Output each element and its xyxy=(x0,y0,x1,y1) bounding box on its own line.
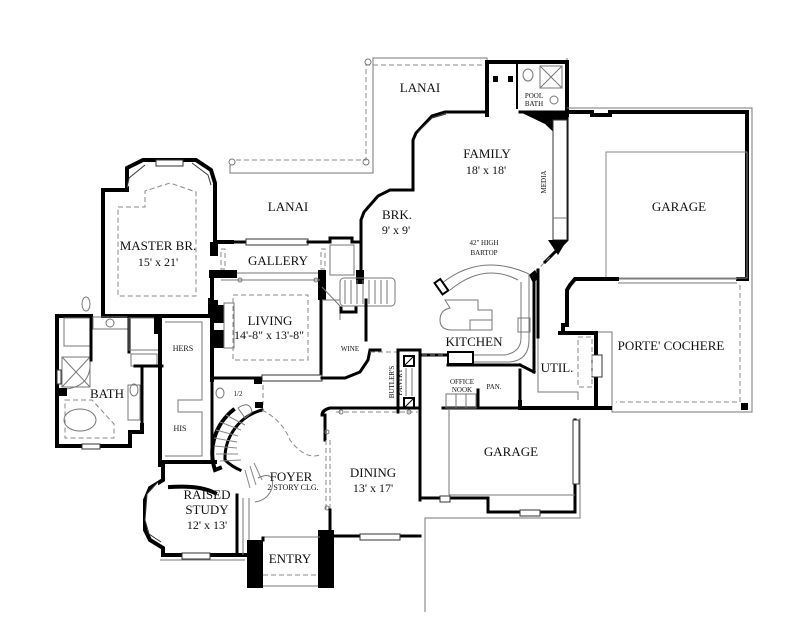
room-label-lanai-top: LANAI xyxy=(400,80,440,95)
room-label-foyer: FOYER xyxy=(270,469,313,484)
room-label-raised: RAISED xyxy=(184,487,231,502)
room-label-office: OFFICE xyxy=(450,378,474,386)
gallery-walls xyxy=(209,236,364,300)
room-dims-living: 14'-8" x 13'-8" xyxy=(234,328,304,342)
room-label-study: STUDY xyxy=(185,502,229,517)
room-label-garage-top: GARAGE xyxy=(652,199,706,214)
label-bartop-1: 42" HIGH xyxy=(469,239,498,247)
room-label-living: LIVING xyxy=(248,313,293,328)
room-label-lanai-left: LANAI xyxy=(268,199,308,214)
room-label-master-br: MASTER BR. xyxy=(120,238,197,253)
room-label-entry: ENTRY xyxy=(269,551,312,566)
office-nook-walls xyxy=(441,368,580,410)
room-label-bath: BATH xyxy=(90,386,124,401)
room-labels: LANAI POOL BATH FAMILY 18' x 18' MEDIA G… xyxy=(90,80,724,566)
master-bath-walls xyxy=(55,296,164,450)
room-label-kitchen: KITCHEN xyxy=(445,334,503,349)
room-label-pool-bath-2: BATH xyxy=(525,100,543,108)
room-dims-brk: 9' x 9' xyxy=(382,223,410,237)
upper-stairs xyxy=(321,277,396,320)
room-label-wine: WINE xyxy=(341,345,359,353)
room-dims-foyer: 2 STORY CLG. xyxy=(267,483,318,492)
pool-bath xyxy=(485,60,569,117)
family-walls xyxy=(359,110,569,283)
dining-walls xyxy=(320,406,422,541)
living-walls xyxy=(210,276,323,382)
room-label-pan: PAN. xyxy=(486,383,501,391)
room-label-half-bath: 1/2 xyxy=(234,390,243,398)
garage-bottom-walls xyxy=(418,408,581,612)
closets-walls xyxy=(154,314,217,467)
room-label-his: HIS xyxy=(174,424,187,433)
room-dims-master-br: 15' x 21' xyxy=(138,255,178,269)
room-label-pool-bath: POOL xyxy=(525,92,543,100)
room-label-media: MEDIA xyxy=(540,171,548,194)
porte-cochere-outline xyxy=(598,280,753,413)
room-label-nook: NOOK xyxy=(452,386,472,394)
raised-study-walls xyxy=(143,463,252,561)
room-label-garage-bottom: GARAGE xyxy=(484,444,538,459)
room-label-pantry: PANTRY xyxy=(396,369,404,396)
room-dims-study: 12' x 13' xyxy=(187,518,227,532)
room-label-porte-cochere: PORTE' COCHERE xyxy=(618,338,725,353)
room-label-hers: HERS xyxy=(173,344,193,353)
label-bartop-2: BARTOP xyxy=(470,249,497,257)
wine-walls xyxy=(320,298,400,380)
room-label-util: UTIL. xyxy=(541,360,574,375)
garage-top-walls xyxy=(561,107,753,335)
foyer-stairs xyxy=(167,404,321,503)
misc-walls xyxy=(359,238,537,375)
room-label-family: FAMILY xyxy=(463,146,511,161)
room-label-dining: DINING xyxy=(350,465,396,480)
room-dims-dining: 13' x 17' xyxy=(353,481,393,495)
room-label-butlers: BUTLER'S xyxy=(388,366,396,398)
room-dims-family: 18' x 18' xyxy=(466,163,506,177)
entry-walls xyxy=(247,530,334,588)
room-label-gallery: GALLERY xyxy=(248,253,309,268)
kitchen-fixtures xyxy=(418,264,536,374)
room-label-brk: BRK. xyxy=(382,207,412,222)
